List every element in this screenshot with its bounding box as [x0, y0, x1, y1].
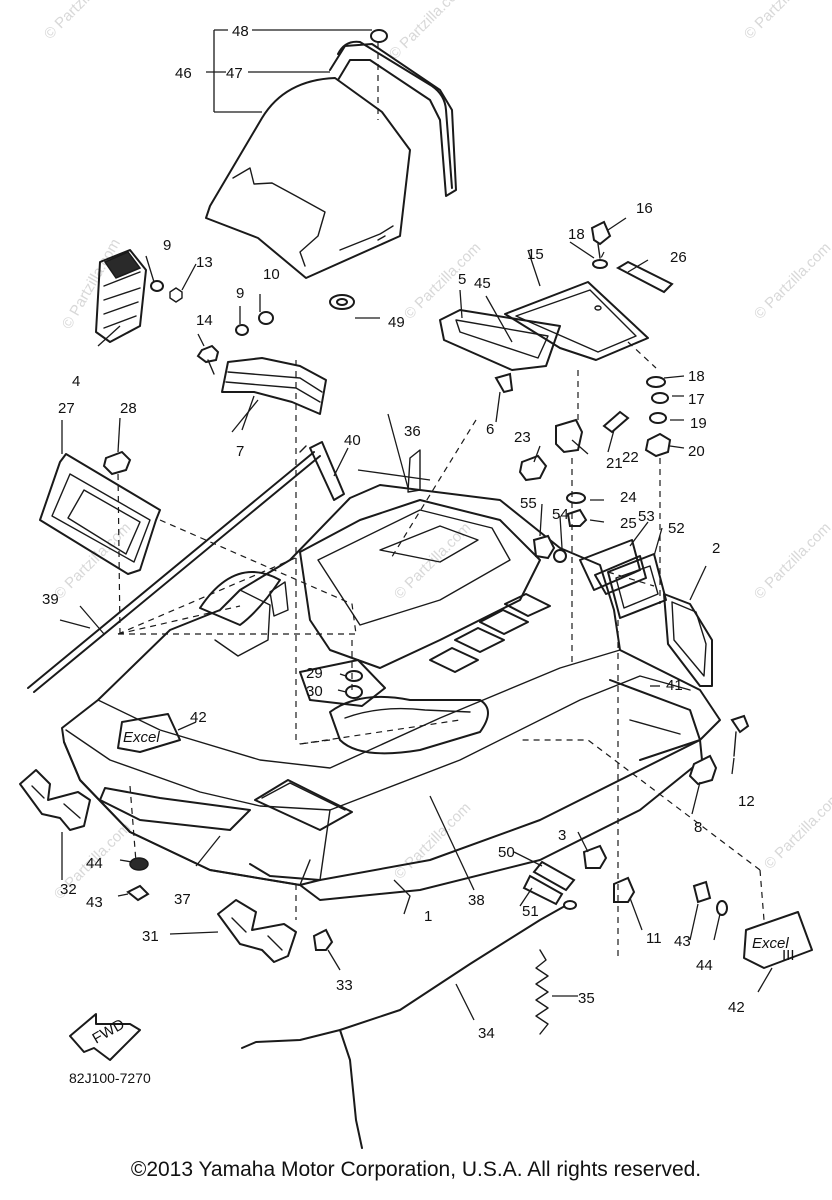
callout-50: 50 [498, 844, 515, 861]
watermark-text: © Partzilla.com [401, 239, 484, 322]
callout-46: 46 [175, 65, 192, 82]
callout-55: 55 [520, 495, 537, 512]
callout-19: 19 [690, 415, 707, 432]
callout-45: 45 [474, 275, 491, 292]
callout-44: 44 [86, 855, 103, 872]
callout-54: 54 [552, 506, 569, 523]
nut-10 [258, 311, 274, 325]
callout-20: 20 [688, 443, 705, 460]
callout-34: 34 [478, 1025, 495, 1042]
callout-42: 42 [190, 709, 207, 726]
right-emblem: Excel III [743, 911, 813, 969]
hinges [19, 769, 297, 963]
callout-23: 23 [514, 429, 531, 446]
callout-7: 7 [236, 443, 244, 460]
callout-18: 18 [568, 226, 585, 243]
hood-emblem: Excel [117, 713, 181, 753]
callout-43: 43 [86, 894, 103, 911]
emblem-suffix-right: III [782, 947, 795, 964]
callout-12: 12 [738, 793, 755, 810]
callout-43: 43 [674, 933, 691, 950]
callout-37: 37 [174, 891, 191, 908]
callout-41: 41 [666, 677, 683, 694]
callout-40: 40 [344, 432, 361, 449]
windshield-part [205, 29, 457, 279]
tray-part [439, 281, 649, 371]
diagram-code: 82J100-7270 [69, 1070, 151, 1086]
callout-27: 27 [58, 400, 75, 417]
callout-28: 28 [120, 400, 137, 417]
watermark-text: © Partzilla.com [741, 0, 824, 43]
callout-32: 32 [60, 881, 77, 898]
callout-35: 35 [578, 990, 595, 1007]
watermark-text: © Partzilla.com [41, 0, 124, 43]
hood-part [61, 449, 721, 901]
nut-9a [150, 280, 164, 292]
watermark-text: © Partzilla.com [751, 519, 832, 602]
leader-lines [59, 29, 773, 1021]
callout-26: 26 [670, 249, 687, 266]
callout-36: 36 [404, 423, 421, 440]
callout-31: 31 [142, 928, 159, 945]
emblem-text-right: Excel [752, 935, 789, 952]
callout-1: 1 [424, 908, 432, 925]
left-louver-part [95, 249, 147, 343]
watermark-text: © Partzilla.com [51, 519, 134, 602]
callout-9: 9 [236, 285, 244, 302]
callout-49: 49 [388, 314, 405, 331]
callout-13: 13 [196, 254, 213, 271]
bolt-14 [196, 344, 220, 364]
callout-52: 52 [668, 520, 685, 537]
callout-5: 5 [458, 271, 466, 288]
watermark-text: © Partzilla.com [761, 789, 832, 872]
callout-14: 14 [196, 312, 213, 329]
nut-9b [235, 324, 249, 336]
emblem-text-hood: Excel [123, 729, 160, 746]
callout-48: 48 [232, 23, 249, 40]
callout-11: 11 [646, 930, 662, 947]
rear-panel-part [579, 539, 713, 687]
callout-2: 2 [712, 540, 720, 557]
fwd-arrow-icon: FWD [69, 1013, 141, 1061]
callout-29: 29 [306, 665, 323, 682]
callout-21: 21 [606, 455, 623, 472]
callout-25: 25 [620, 515, 637, 532]
callout-24: 24 [620, 489, 637, 506]
callout-4: 4 [72, 373, 80, 390]
fasteners [102, 220, 750, 951]
callout-22: 22 [622, 449, 639, 466]
callout-18: 18 [688, 368, 705, 385]
callout-10: 10 [263, 266, 280, 283]
watermark-text: © Partzilla.com [391, 799, 474, 882]
callout-16: 16 [636, 200, 653, 217]
callout-51: 51 [522, 903, 539, 920]
watermark-text: © Partzilla.com [386, 0, 469, 63]
watermark-text: © Partzilla.com [751, 239, 832, 322]
callout-9: 9 [163, 237, 171, 254]
callout-53: 53 [638, 508, 655, 525]
vent-cover-part [221, 357, 327, 415]
callout-33: 33 [336, 977, 353, 994]
nut-13 [169, 287, 183, 303]
frame-part [39, 453, 161, 575]
callout-39: 39 [42, 591, 59, 608]
callout-8: 8 [694, 819, 702, 836]
callout-30: 30 [306, 683, 323, 700]
callout-3: 3 [558, 827, 566, 844]
callout-47: 47 [226, 65, 243, 82]
callout-6: 6 [486, 421, 494, 438]
callout-15: 15 [527, 246, 544, 263]
callout-17: 17 [688, 391, 705, 408]
rods [27, 441, 345, 693]
watermark-text: © Partzilla.com [59, 236, 124, 332]
callout-42: 42 [728, 999, 745, 1016]
copyright-notice: ©2013 Yamaha Motor Corporation, U.S.A. A… [130, 1158, 702, 1181]
callout-44: 44 [696, 957, 713, 974]
cables [241, 900, 577, 1149]
callout-38: 38 [468, 892, 485, 909]
